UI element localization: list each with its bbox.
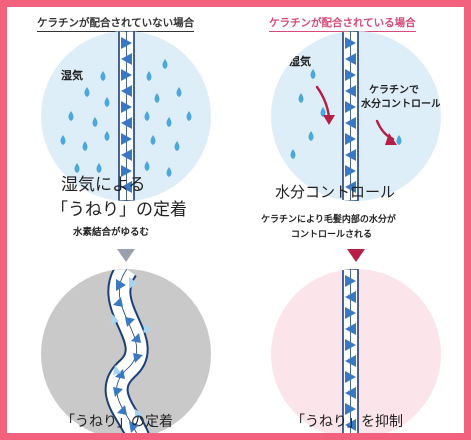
right-heading: ケラチンが配合されている場合	[269, 15, 416, 32]
down-arrow-icon	[117, 249, 135, 262]
left-title-line1: 湿気による	[61, 175, 146, 195]
keratin-control-label-line1: ケラチンで	[369, 85, 419, 96]
humidity-label: 湿気	[61, 69, 83, 82]
hair-strand-controlled	[290, 31, 402, 201]
down-arrow-icon	[347, 249, 365, 262]
straight-hair-strand	[342, 269, 359, 433]
humidity-circle-without-keratin: 湿気	[41, 31, 211, 201]
straight-hair-circle	[271, 269, 441, 433]
right-subtitle-line2: コントロールされる	[291, 230, 373, 240]
left-heading: ケラチンが配合されていない場合	[37, 15, 195, 32]
right-title: 水分コントロール	[275, 183, 396, 201]
left-title-line2: 「うねり」の定着	[51, 200, 187, 220]
wavy-hair-circle	[41, 269, 211, 433]
right-subtitle-line1: ケラチンにより毛髪内部の水分が	[261, 215, 396, 225]
humidity-circle-with-keratin: 湿気 ケラチンで 水分コントロール	[271, 31, 441, 201]
right-result: 「うねり」を抑制	[291, 414, 403, 430]
wavy-hair-strand	[104, 269, 151, 433]
keratin-control-label-line2: 水分コントロール	[361, 99, 441, 110]
hair-strand-with-drops	[60, 31, 192, 201]
left-subtitle: 水素結合がゆるむ	[73, 227, 150, 238]
humidity-label: 湿気	[289, 55, 311, 68]
left-result: 「うねり」の定着	[61, 414, 173, 430]
